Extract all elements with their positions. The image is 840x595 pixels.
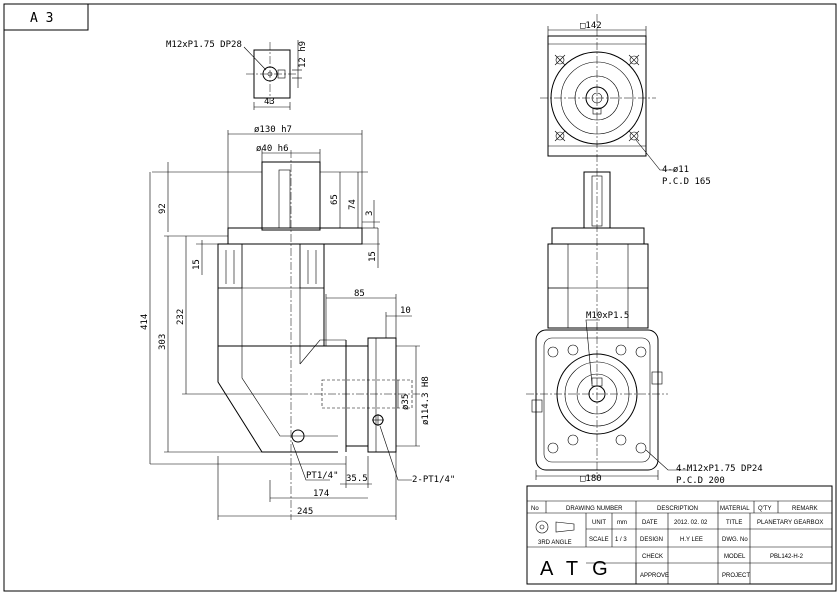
- model-value: PBL142-H-2: [770, 554, 804, 560]
- sheet-border: [3, 3, 837, 592]
- height-overall-label: 414: [140, 314, 150, 330]
- project-label: PROJECT: [722, 573, 750, 579]
- tap-1-label: M10xP1.5: [586, 311, 629, 321]
- title-block: No DRAWING NUMBER DESCRIPTION MATERIAL Q…: [526, 485, 833, 585]
- sheet-size-label: A 3: [30, 11, 53, 26]
- out-len-label: 85: [354, 289, 365, 299]
- overall-len-label: 245: [297, 507, 313, 517]
- shaft-total-label: 74: [348, 199, 358, 210]
- design-label: DESIGN: [640, 537, 663, 543]
- front-view: □142 4-ø11 P.C.D 165: [526, 14, 763, 486]
- square-bottom-label: □180: [580, 474, 602, 484]
- plug-2-label: 2-PT1/4": [412, 475, 455, 485]
- header-qty: Q'TY: [758, 506, 771, 512]
- pcd-1-label: P.C.D 165: [662, 177, 711, 187]
- square-top-label: □142: [580, 21, 602, 31]
- scale-value: 1 / 3: [615, 537, 627, 543]
- header-drawing-number: DRAWING NUMBER: [566, 506, 623, 512]
- spigot-right-label: 15: [368, 251, 378, 262]
- scale-label: SCALE: [589, 537, 609, 543]
- height-center-label: 232: [176, 309, 186, 325]
- plug-1-label: PT1/4": [306, 471, 339, 481]
- shoulder-label: 3: [365, 211, 375, 216]
- approve-label: APPROVE: [640, 573, 669, 579]
- key-detail-view: 43 12 h9 M12xP1.75 DP28: [166, 40, 308, 110]
- design-value: H.Y LEE: [680, 537, 703, 543]
- out-step-label: 10: [400, 306, 411, 316]
- header-no: No: [531, 506, 539, 512]
- projection-label: 3RD ANGLE: [538, 540, 572, 546]
- offset-label: 35.5: [346, 474, 368, 484]
- key-thread-label: M12xP1.75 DP28: [166, 40, 242, 50]
- flange-out-dia-label: ø114.3 H8: [421, 376, 431, 425]
- date-label: DATE: [642, 520, 658, 526]
- check-label: CHECK: [642, 554, 663, 560]
- header-description: DESCRIPTION: [657, 506, 698, 512]
- shaft-dia-label: ø40 h6: [256, 144, 289, 154]
- pcd-2-label: P.C.D 200: [676, 476, 725, 486]
- height-body-label: 303: [158, 334, 168, 350]
- date-value: 2012. 02. 02: [674, 520, 708, 526]
- unit-label: UNIT: [592, 520, 606, 526]
- dwg-label: DWG. No: [722, 537, 748, 543]
- key-width-label: 43: [264, 97, 275, 107]
- key-length-label: 65: [330, 194, 340, 205]
- tap-2-label: 4-M12xP1.75 DP24: [676, 464, 763, 474]
- header-remark: REMARK: [792, 506, 818, 512]
- unit-value: mm: [617, 520, 627, 526]
- projection-symbol-icon: [535, 520, 549, 534]
- header-material: MATERIAL: [720, 506, 750, 512]
- title-label: TITLE: [726, 520, 742, 526]
- flange-dia-label: ø130 h7: [254, 125, 292, 135]
- model-label: MODEL: [724, 554, 746, 560]
- key-height-label: 12 h9: [298, 41, 308, 68]
- bore-dia-label: ø35: [401, 394, 411, 410]
- title-value: PLANETARY GEARBOX: [757, 520, 823, 526]
- side-view: ø130 h7 ø40 h6 65 74 3 15 92 414 303 232…: [140, 125, 455, 520]
- shaft-len-label: 92: [158, 203, 168, 214]
- sheet-size-box: [3, 3, 89, 31]
- spigot-label: 15: [192, 259, 202, 270]
- center-dist-label: 174: [313, 489, 329, 499]
- company-logo: ATG: [540, 558, 622, 580]
- holes-label: 4-ø11: [662, 165, 689, 175]
